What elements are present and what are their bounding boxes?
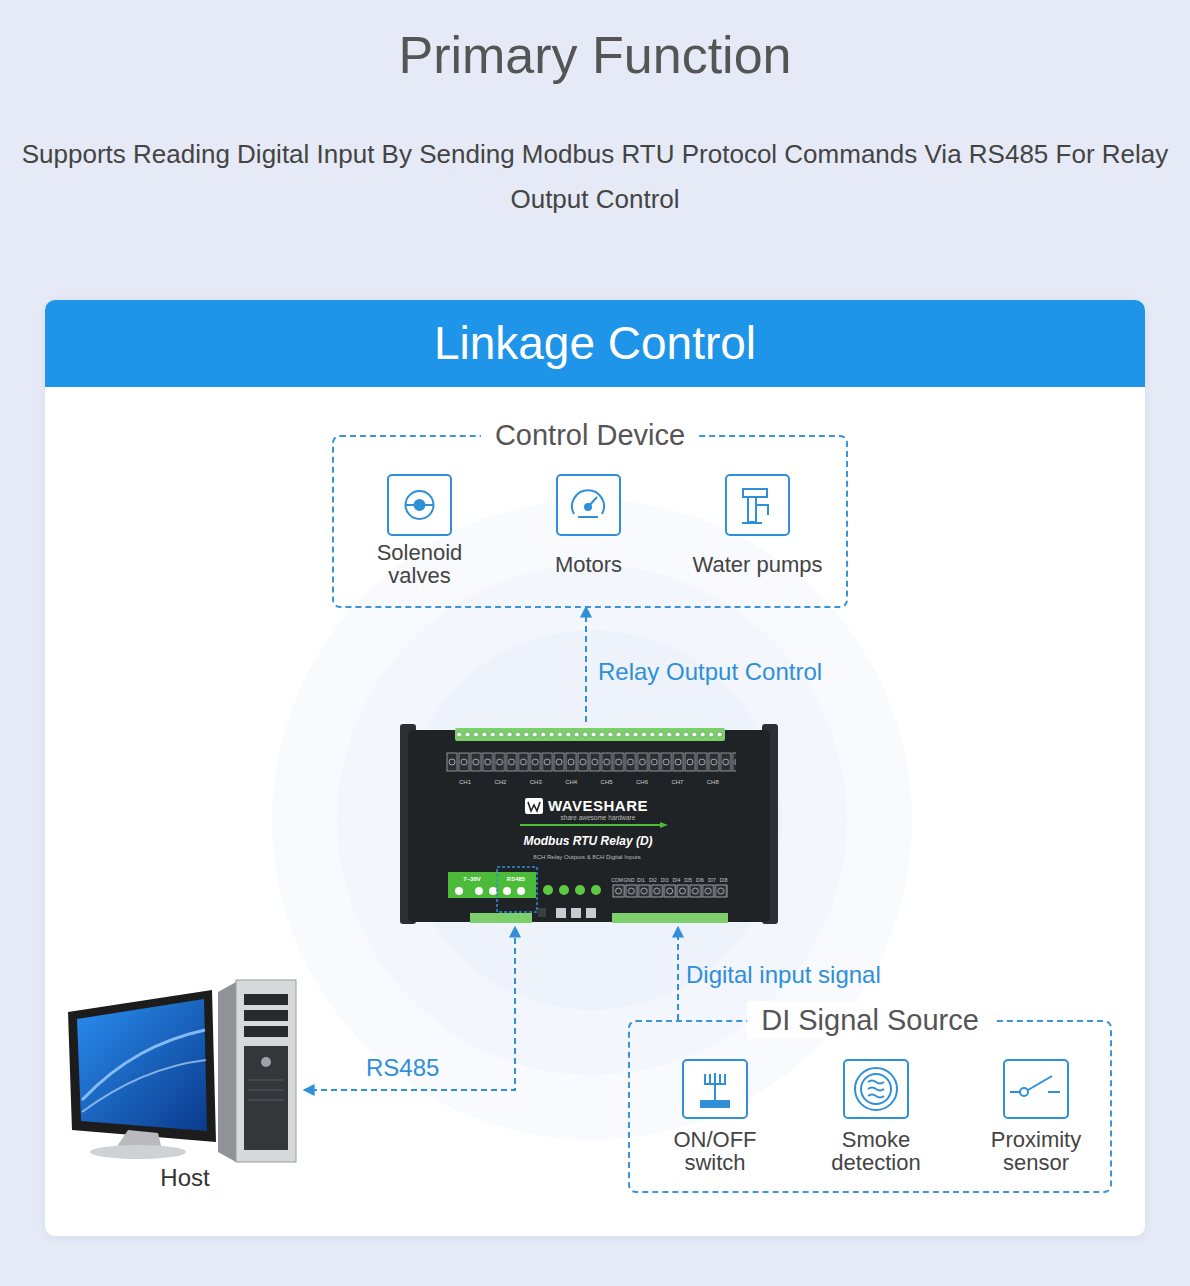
node-heading: Proximity sensor <box>971 1127 1101 1175</box>
node-heading: Motors <box>529 540 649 588</box>
node-heading: Control Device <box>481 416 699 454</box>
dashed-group-box: Control DeviceSolenoid valvesMotorsWater… <box>332 435 848 608</box>
relay-module: WAVESHAREshare awesome hardwareModbus RT… <box>400 722 778 928</box>
terminal-label: CH6 <box>612 779 672 786</box>
node-heading: Smoke detection <box>806 1127 946 1175</box>
dashed-group-box: DI Signal SourceON/OFF switchSmoke detec… <box>628 1020 1112 1193</box>
node-text: 8CH Relay Outputs & 8CH Digital Inputs <box>437 854 737 861</box>
icon-node: Solenoid valves <box>360 470 480 590</box>
dashed-connector <box>585 608 587 722</box>
terminal-label: DI7 <box>682 877 742 883</box>
node-heading: Water pumps <box>673 540 843 588</box>
icon-node: Motors <box>529 470 649 590</box>
terminal-label: RS485 <box>486 876 546 883</box>
node-heading: WAVESHARE <box>448 797 748 815</box>
node-text: Modbus RTU Relay (D) <box>438 834 738 848</box>
connector-label: Relay Output Control <box>598 658 822 686</box>
terminal-label: CH2 <box>470 779 530 786</box>
node-heading: DI Signal Source <box>747 1001 993 1039</box>
connector-label: RS485 <box>366 1054 439 1082</box>
node-heading: Host <box>65 1165 305 1191</box>
terminal-label: CH1 <box>435 779 495 786</box>
icon-node: Water pumps <box>673 470 843 590</box>
page-title: Primary Function <box>0 20 1190 90</box>
icon-node: Proximity sensor <box>971 1055 1101 1177</box>
connector-label: Digital input signal <box>686 961 881 989</box>
node-heading: Linkage Control <box>45 300 1145 387</box>
node-heading: Solenoid valves <box>360 540 480 588</box>
terminal-label: DI8 <box>694 877 754 883</box>
terminal-label: CH4 <box>541 779 601 786</box>
terminal-label: CH3 <box>506 779 566 786</box>
terminal-label: CH8 <box>683 779 743 786</box>
subtitle-text: Supports Reading Digital Input By Sendin… <box>10 132 1180 222</box>
dashed-connector <box>677 928 679 1020</box>
card-panel: Linkage ControlControl DeviceSolenoid va… <box>45 300 1145 1236</box>
node-text: share awesome hardware <box>448 814 748 822</box>
icon-node: ON/OFF switch <box>660 1055 770 1177</box>
terminal-label: CH5 <box>577 779 637 786</box>
node-heading: ON/OFF switch <box>660 1127 770 1175</box>
terminal-label: 7~36V <box>442 876 502 883</box>
terminal-label: CH7 <box>647 779 707 786</box>
dashed-connector <box>305 928 515 1090</box>
host-node: Host <box>65 975 305 1195</box>
icon-node: Smoke detection <box>806 1055 946 1177</box>
